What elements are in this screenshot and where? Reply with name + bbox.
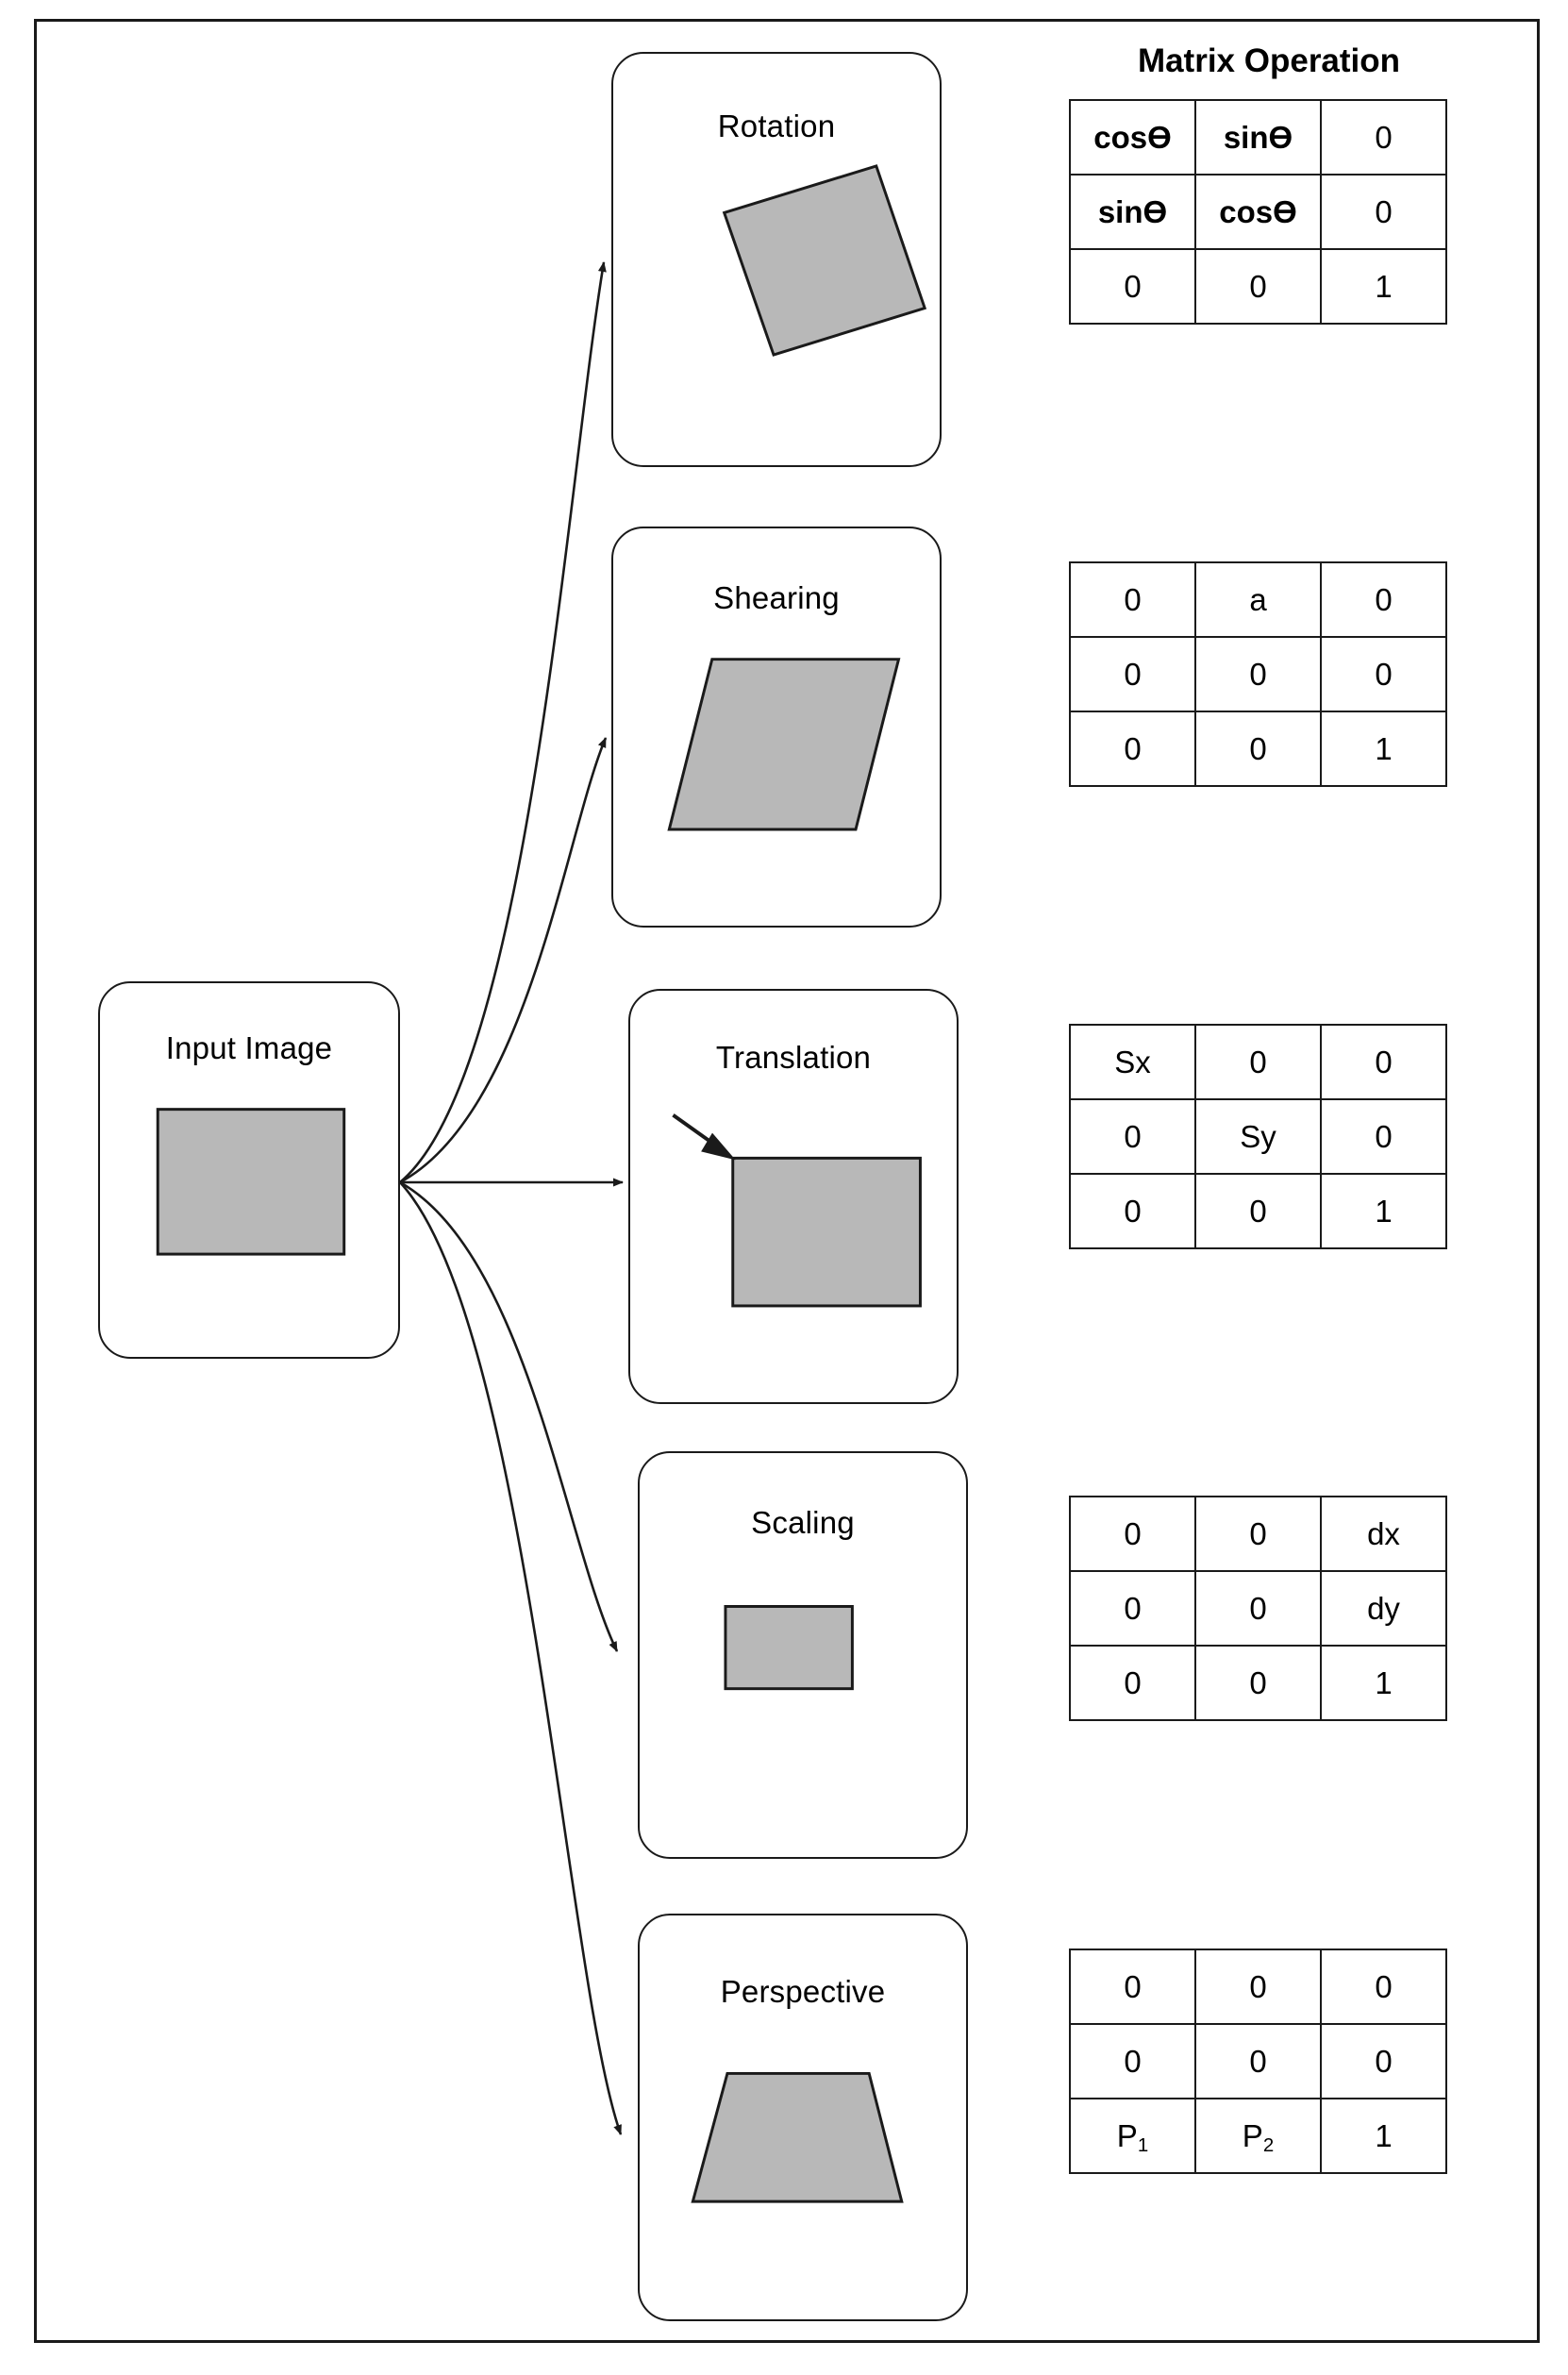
matrix-cell: sinƟ [1069, 174, 1196, 250]
matrix-cell: Sx [1069, 1024, 1196, 1100]
matrix-cell: 0 [1194, 2023, 1322, 2099]
matrix-cell: 0 [1194, 1496, 1322, 1572]
matrix-row: 0 0 1 [1069, 248, 1447, 325]
matrix-operation-heading: Matrix Operation [1137, 42, 1401, 79]
node-perspective[interactable]: Perspective [638, 1914, 968, 2321]
matrix-cell: 1 [1320, 711, 1447, 787]
matrix-cell: 1 [1320, 1173, 1447, 1249]
matrix-cell: 0 [1320, 99, 1447, 176]
matrix-cell: dx [1320, 1496, 1447, 1572]
matrix-cell: 0 [1320, 1098, 1447, 1175]
matrix-cell: sinƟ [1194, 99, 1322, 176]
matrix-cell: 0 [1194, 711, 1322, 787]
matrix-cell: 0 [1194, 1645, 1322, 1721]
translation-shape-icon [672, 1113, 922, 1308]
node-translation[interactable]: Translation [628, 989, 959, 1404]
shearing-shape-icon [667, 658, 901, 831]
node-scaling-label: Scaling [751, 1505, 855, 1540]
matrix-cell: 0 [1069, 1496, 1196, 1572]
matrix-row: 0 0 dy [1069, 1570, 1447, 1647]
matrix-row: 0 0 0 [1069, 2023, 1447, 2099]
matrix-cell: P2 [1194, 2098, 1322, 2174]
node-rotation[interactable]: Rotation [611, 52, 942, 467]
matrix-cell: a [1194, 561, 1322, 638]
matrix-row: Sx 0 0 [1069, 1024, 1447, 1100]
input-image-shape [156, 1108, 346, 1256]
matrix-cell: 0 [1069, 2023, 1196, 2099]
matrix-cell: 0 [1320, 561, 1447, 638]
matrix-cell: dy [1320, 1570, 1447, 1647]
matrix-row: sinƟ cosƟ 0 [1069, 174, 1447, 250]
matrix-cell: 0 [1320, 2023, 1447, 2099]
matrix-cell: 0 [1069, 636, 1196, 712]
matrix-cell: 0 [1069, 1570, 1196, 1647]
perspective-shape-icon [691, 2071, 904, 2203]
node-rotation-label: Rotation [717, 109, 836, 143]
matrix-cell: 0 [1320, 1024, 1447, 1100]
matrix-cell: 0 [1069, 711, 1196, 787]
node-shearing-label: Shearing [713, 580, 840, 615]
matrix-cell: 0 [1194, 1570, 1322, 1647]
matrix-row: 0 0 dx [1069, 1496, 1447, 1572]
matrix-cell: cosƟ [1069, 99, 1196, 176]
shearing-matrix: 0 a 0 0 0 0 0 0 1 [1069, 561, 1447, 787]
matrix-row: cosƟ sinƟ 0 [1069, 99, 1447, 176]
matrix-row: 0 a 0 [1069, 561, 1447, 638]
node-scaling[interactable]: Scaling [638, 1451, 968, 1859]
matrix-cell: 0 [1069, 1645, 1196, 1721]
rotation-shape-icon [722, 164, 927, 357]
matrix-cell: P1 [1069, 2098, 1196, 2174]
matrix-row: 0 0 1 [1069, 1645, 1447, 1721]
rotation-matrix: cosƟ sinƟ 0 sinƟ cosƟ 0 0 0 1 [1069, 99, 1447, 325]
matrix-row: 0 0 1 [1069, 1173, 1447, 1249]
matrix-cell: 1 [1320, 248, 1447, 325]
scaling-matrix: 0 0 dx 0 0 dy 0 0 1 [1069, 1496, 1447, 1721]
matrix-row: 0 Sy 0 [1069, 1098, 1447, 1175]
matrix-cell: 0 [1069, 561, 1196, 638]
node-perspective-label: Perspective [720, 1974, 886, 2009]
node-input-image[interactable]: Input Image [98, 981, 400, 1359]
matrix-row: P1 P2 1 [1069, 2098, 1447, 2174]
matrix-cell: 0 [1194, 1173, 1322, 1249]
matrix-row: 0 0 0 [1069, 636, 1447, 712]
matrix-cell: Sy [1194, 1098, 1322, 1175]
node-shearing[interactable]: Shearing [611, 527, 942, 928]
translation-direction-arrow [672, 1113, 736, 1161]
perspective-matrix: 0 0 0 0 0 0 P1 P2 1 [1069, 1949, 1447, 2174]
translation-matrix: Sx 0 0 0 Sy 0 0 0 1 [1069, 1024, 1447, 1249]
matrix-cell: 0 [1069, 1098, 1196, 1175]
matrix-cell: 0 [1320, 636, 1447, 712]
matrix-cell: cosƟ [1194, 174, 1322, 250]
matrix-cell: 0 [1194, 1024, 1322, 1100]
matrix-cell: 0 [1194, 636, 1322, 712]
matrix-cell: 0 [1069, 248, 1196, 325]
matrix-cell: 0 [1194, 1949, 1322, 2025]
matrix-cell: 0 [1194, 248, 1322, 325]
matrix-cell: 1 [1320, 2098, 1447, 2174]
figure-border [34, 19, 1540, 2343]
matrix-cell: 0 [1069, 1173, 1196, 1249]
node-translation-label: Translation [715, 1040, 872, 1075]
matrix-cell: 1 [1320, 1645, 1447, 1721]
matrix-row: 0 0 0 [1069, 1949, 1447, 2025]
matrix-cell: 0 [1069, 1949, 1196, 2025]
node-input-image-label: Input Image [165, 1030, 333, 1065]
scaling-shape-icon [724, 1604, 854, 1691]
matrix-row: 0 0 1 [1069, 711, 1447, 787]
matrix-cell: 0 [1320, 1949, 1447, 2025]
matrix-cell: 0 [1320, 174, 1447, 250]
